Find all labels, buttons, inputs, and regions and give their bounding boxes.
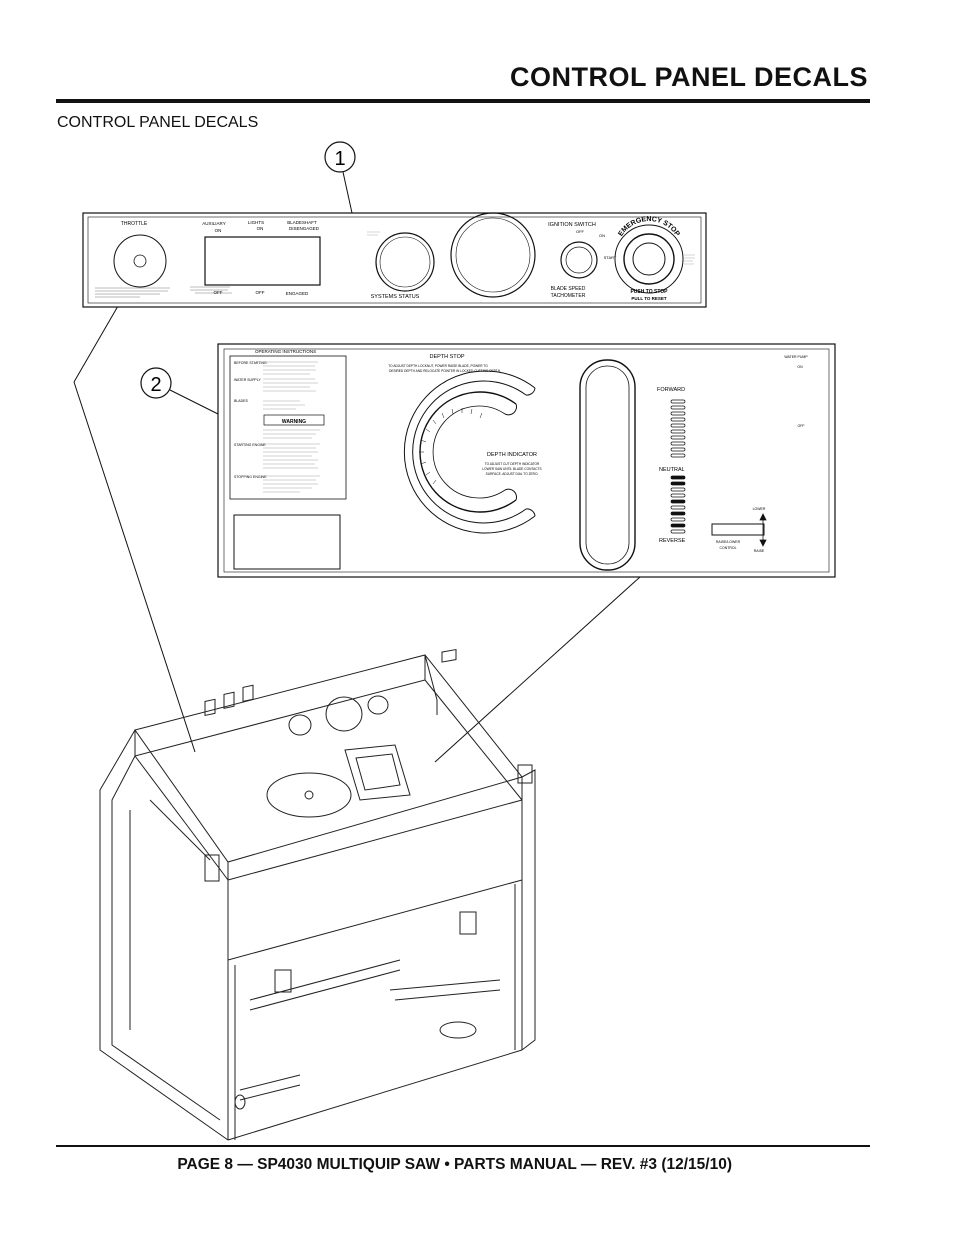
svg-text:DEPTH INDICATOR: DEPTH INDICATOR bbox=[487, 452, 537, 458]
emergency-stop-icon bbox=[614, 224, 684, 294]
svg-text:ON: ON bbox=[797, 365, 803, 369]
svg-text:TO ADJUST DEPTH LOCKNUT, POWER: TO ADJUST DEPTH LOCKNUT, POWER RAISE BLA… bbox=[388, 364, 488, 368]
svg-text:NEUTRAL: NEUTRAL bbox=[659, 467, 685, 473]
raise-lower-arrows-icon bbox=[759, 513, 767, 547]
svg-text:TACHOMETER: TACHOMETER bbox=[551, 293, 586, 299]
saw-console-drawing bbox=[99, 649, 536, 1141]
svg-text:BLADES: BLADES bbox=[234, 399, 248, 403]
svg-text:SYSTEMS STATUS: SYSTEMS STATUS bbox=[371, 294, 420, 300]
feed-lever-slot bbox=[579, 359, 636, 571]
depth-stop-dial-icon bbox=[403, 370, 536, 534]
panel-2-decal: OPERATING INSTRUCTIONS BEFORE STARTING W… bbox=[217, 343, 836, 578]
speed-scale bbox=[670, 399, 686, 534]
svg-text:FORWARD: FORWARD bbox=[657, 387, 685, 393]
svg-text:PULL TO RESET: PULL TO RESET bbox=[631, 296, 667, 301]
svg-text:DEPTH STOP: DEPTH STOP bbox=[429, 354, 464, 360]
svg-text:LOWER: LOWER bbox=[753, 507, 766, 511]
svg-text:STOPPING ENGINE: STOPPING ENGINE bbox=[234, 475, 267, 479]
footer-rule bbox=[56, 1145, 870, 1147]
svg-text:ON: ON bbox=[599, 233, 605, 238]
raise-lower-window bbox=[711, 523, 765, 536]
svg-text:CONTROL: CONTROL bbox=[719, 546, 736, 550]
svg-text:PUSH TO STOP: PUSH TO STOP bbox=[630, 289, 668, 295]
blank-decal-area bbox=[233, 514, 341, 570]
svg-text:RAISE/LOWER: RAISE/LOWER bbox=[716, 540, 741, 544]
svg-text:AUXILIARY: AUXILIARY bbox=[202, 221, 225, 226]
throttle-knob-icon bbox=[113, 234, 167, 288]
svg-text:ENGAGED: ENGAGED bbox=[286, 291, 309, 296]
svg-text:WARNING: WARNING bbox=[282, 419, 306, 425]
svg-text:BLADE SPEED: BLADE SPEED bbox=[551, 286, 586, 292]
svg-text:DESIRED DEPTH AND RELOCATE POI: DESIRED DEPTH AND RELOCATE POINTER IN LO… bbox=[389, 369, 501, 373]
svg-text:START: START bbox=[604, 255, 617, 260]
svg-text:STARTING ENGINE: STARTING ENGINE bbox=[234, 443, 266, 447]
svg-text:OFF: OFF bbox=[214, 290, 223, 295]
callout-1: 1 bbox=[324, 141, 356, 214]
svg-text:BLADESHAFT: BLADESHAFT bbox=[287, 220, 317, 225]
svg-text:REVERSE: REVERSE bbox=[659, 538, 686, 544]
svg-text:OFF: OFF bbox=[256, 290, 265, 295]
footer-text: PAGE 8 — SP4030 MULTIQUIP SAW • PARTS MA… bbox=[177, 1156, 732, 1173]
svg-text:2: 2 bbox=[150, 374, 161, 396]
systems-status-gauge-icon bbox=[375, 232, 435, 292]
svg-text:IGNITION SWITCH: IGNITION SWITCH bbox=[548, 222, 596, 228]
page-title: CONTROL PANEL DECALS bbox=[509, 62, 868, 92]
status-window bbox=[204, 236, 321, 286]
svg-text:BEFORE STARTING: BEFORE STARTING bbox=[234, 361, 267, 365]
svg-text:ON: ON bbox=[257, 226, 264, 231]
svg-text:TO ADJUST CUT DEPTH INDICATOR: TO ADJUST CUT DEPTH INDICATOR bbox=[485, 462, 540, 466]
svg-text:ON: ON bbox=[215, 228, 222, 233]
callout-2: 2 bbox=[140, 367, 219, 415]
svg-text:LOWER SAW UNTIL BLADE CONTACTS: LOWER SAW UNTIL BLADE CONTACTS bbox=[482, 467, 541, 471]
svg-text:OFF: OFF bbox=[576, 229, 585, 234]
svg-text:LIGHTS: LIGHTS bbox=[248, 220, 264, 225]
tachometer-icon bbox=[450, 212, 536, 298]
section-title: CONTROL PANEL DECALS bbox=[57, 114, 259, 131]
header-rule bbox=[56, 99, 870, 103]
svg-text:WATER SUPPLY: WATER SUPPLY bbox=[234, 378, 261, 382]
page-footer: PAGE 8 — SP4030 MULTIQUIP SAW • PARTS MA… bbox=[56, 1156, 870, 1174]
svg-text:OFF: OFF bbox=[798, 424, 805, 428]
svg-text:1: 1 bbox=[334, 148, 345, 170]
svg-text:THROTTLE: THROTTLE bbox=[121, 221, 148, 227]
svg-text:RAISE: RAISE bbox=[754, 549, 765, 553]
svg-text:WATER PUMP: WATER PUMP bbox=[784, 355, 808, 359]
operating-instructions-box bbox=[229, 355, 347, 500]
ignition-switch-icon bbox=[560, 241, 598, 279]
svg-text:DISENGAGED: DISENGAGED bbox=[289, 226, 320, 231]
panel-1-decal: THROTTLE AUXILIARY ON LIGHTS ON BLADESHA… bbox=[82, 212, 707, 308]
svg-text:OPERATING INSTRUCTIONS: OPERATING INSTRUCTIONS bbox=[255, 349, 316, 354]
leader-lines bbox=[73, 305, 641, 763]
svg-text:SURFACE. ADJUST DIAL TO ZERO.: SURFACE. ADJUST DIAL TO ZERO. bbox=[486, 472, 539, 476]
